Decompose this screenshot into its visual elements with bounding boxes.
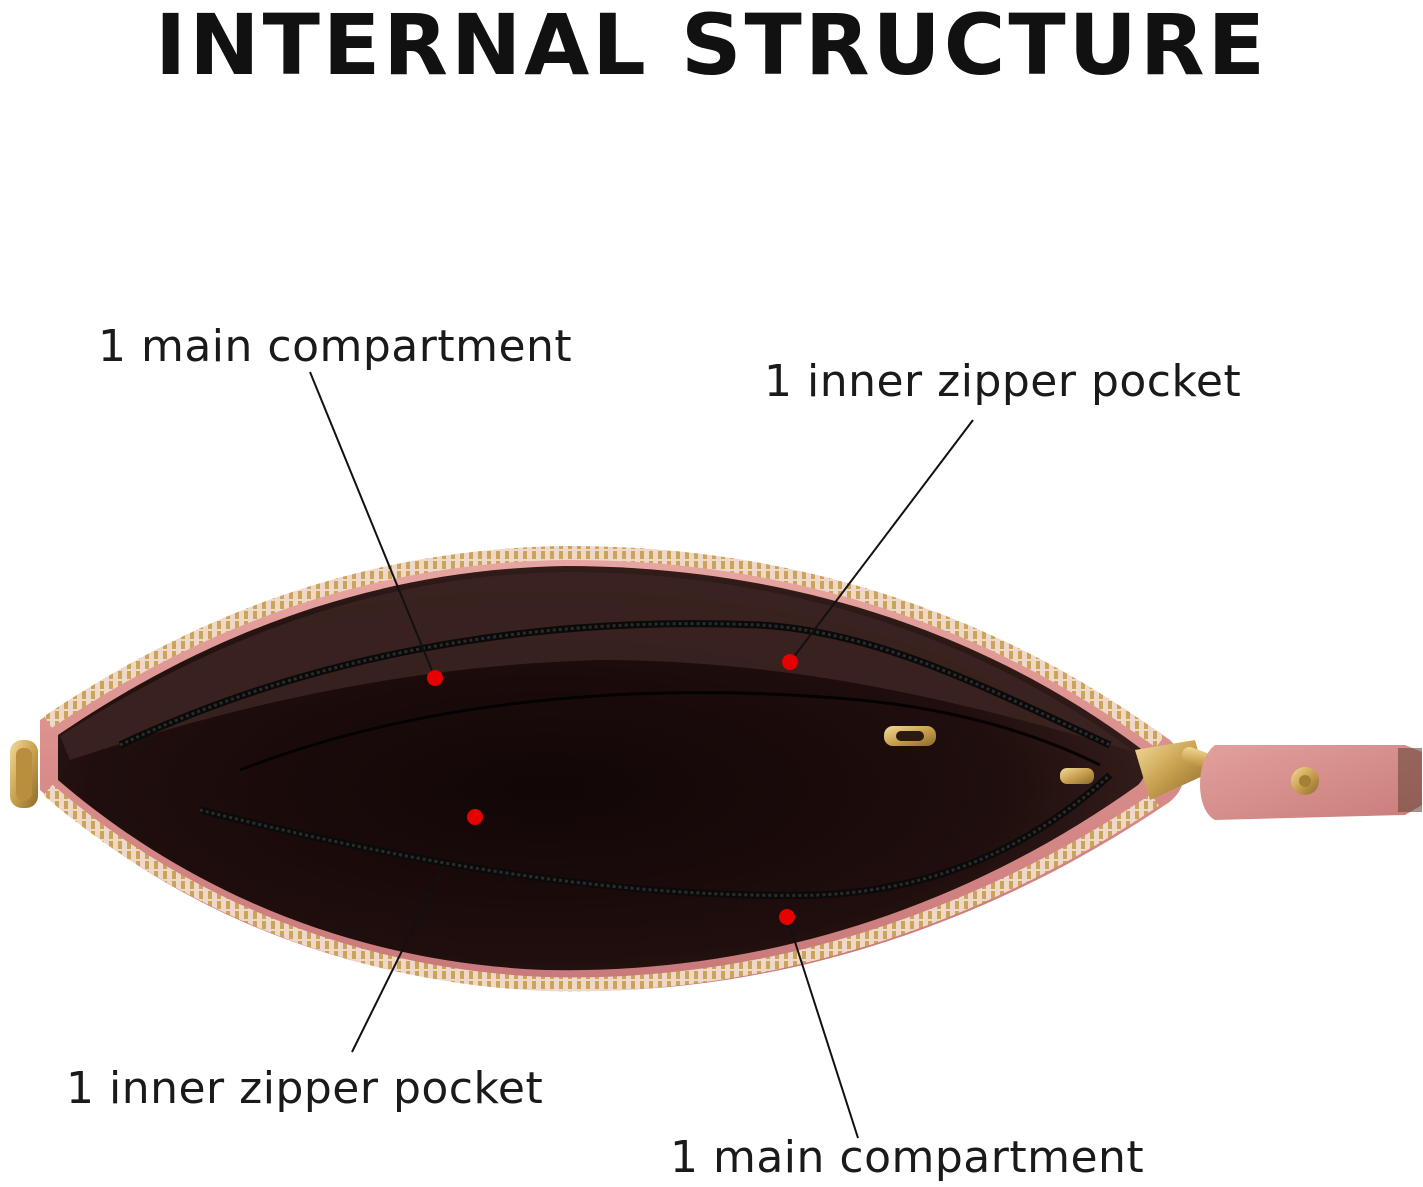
leader-line-bottom-right	[786, 916, 859, 1139]
marker-dot-lower	[779, 909, 795, 925]
marker-dot-inner-pocket-upper	[782, 654, 798, 670]
wristlet-tab	[1200, 745, 1422, 820]
leader-line-top-left	[309, 371, 436, 679]
marker-dot-main-compartment-upper	[427, 670, 443, 686]
callout-inner-zipper-pocket-top: 1 inner zipper pocket	[764, 356, 1242, 407]
callout-main-compartment-bottom: 1 main compartment	[670, 1132, 1145, 1183]
left-zipper-end-icon	[10, 740, 38, 808]
marker-dot-center	[467, 809, 483, 825]
leader-line-bottom-left	[351, 871, 442, 1053]
leader-line-top-right	[789, 419, 974, 663]
inner-zipper-pull-icon	[884, 726, 1094, 784]
callout-inner-zipper-pocket-bottom: 1 inner zipper pocket	[66, 1063, 544, 1114]
callout-main-compartment-top: 1 main compartment	[98, 321, 573, 372]
page-title: INTERNAL STRUCTURE	[155, 0, 1268, 94]
leader-lines	[309, 371, 974, 1139]
